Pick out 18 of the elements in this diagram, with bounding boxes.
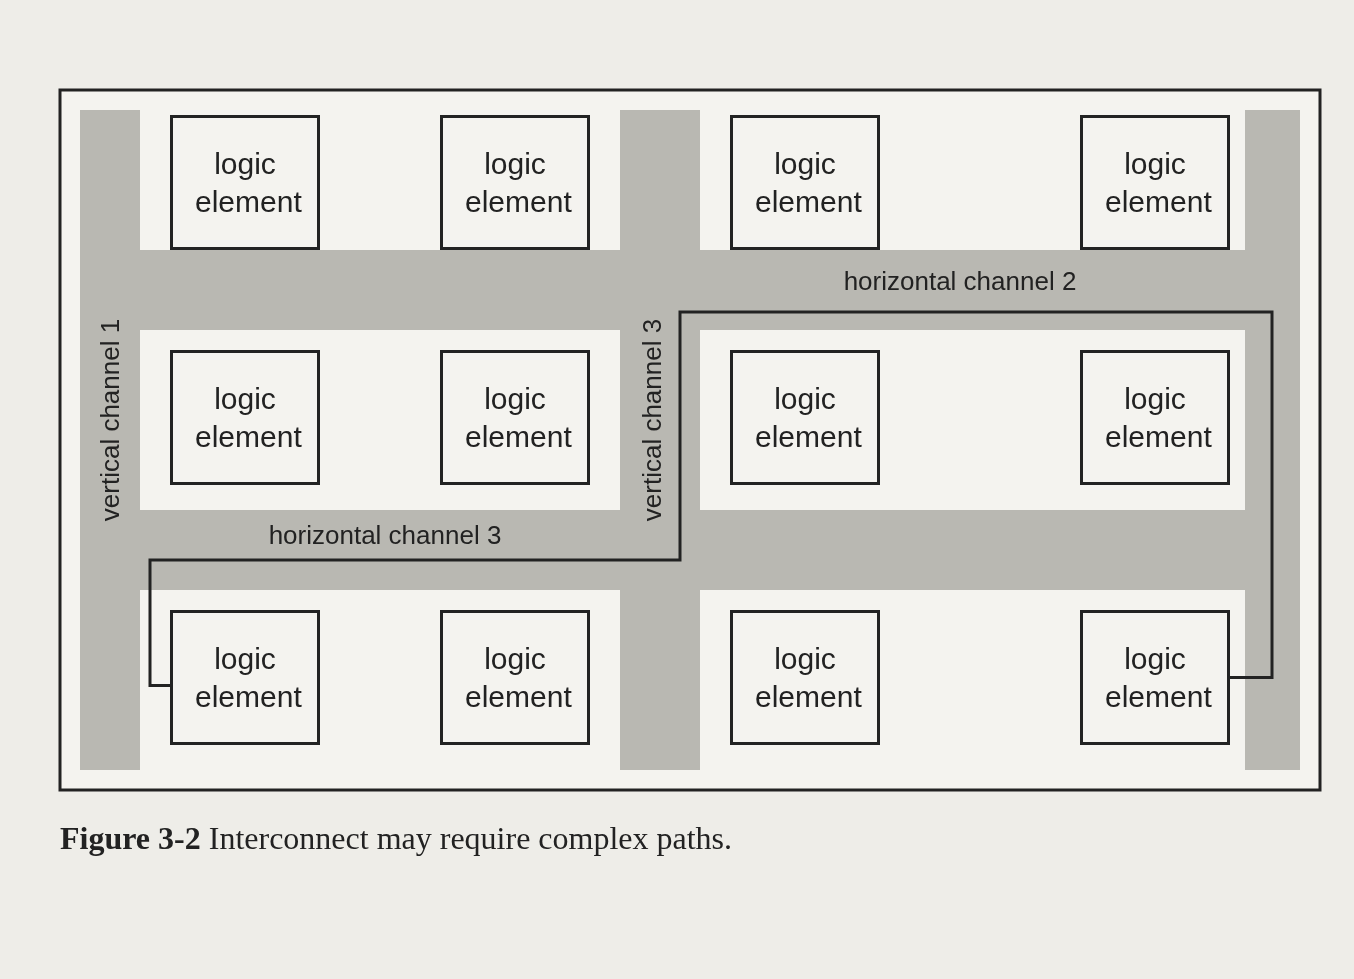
logic-element-box: logic element <box>440 350 590 485</box>
logic-element-box: logic element <box>170 610 320 745</box>
logic-element-box: logic element <box>170 350 320 485</box>
channel-label: vertical channel 3 <box>636 318 668 522</box>
channel-label: vertical channel 1 <box>94 318 126 522</box>
channel-label: horizontal channel 2 <box>843 265 1077 297</box>
logic-element-box: logic element <box>440 115 590 250</box>
logic-element-box: logic element <box>1080 115 1230 250</box>
channel-label: horizontal channel 3 <box>268 519 502 551</box>
logic-element-box: logic element <box>440 610 590 745</box>
logic-element-box: logic element <box>170 115 320 250</box>
logic-element-box: logic element <box>1080 610 1230 745</box>
logic-element-box: logic element <box>730 610 880 745</box>
logic-element-box: logic element <box>1080 350 1230 485</box>
logic-element-box: logic element <box>730 350 880 485</box>
logic-element-box: logic element <box>730 115 880 250</box>
figure-caption: Figure 3-2 Interconnect may require complex paths. <box>60 820 733 857</box>
wire-path <box>148 310 1274 687</box>
